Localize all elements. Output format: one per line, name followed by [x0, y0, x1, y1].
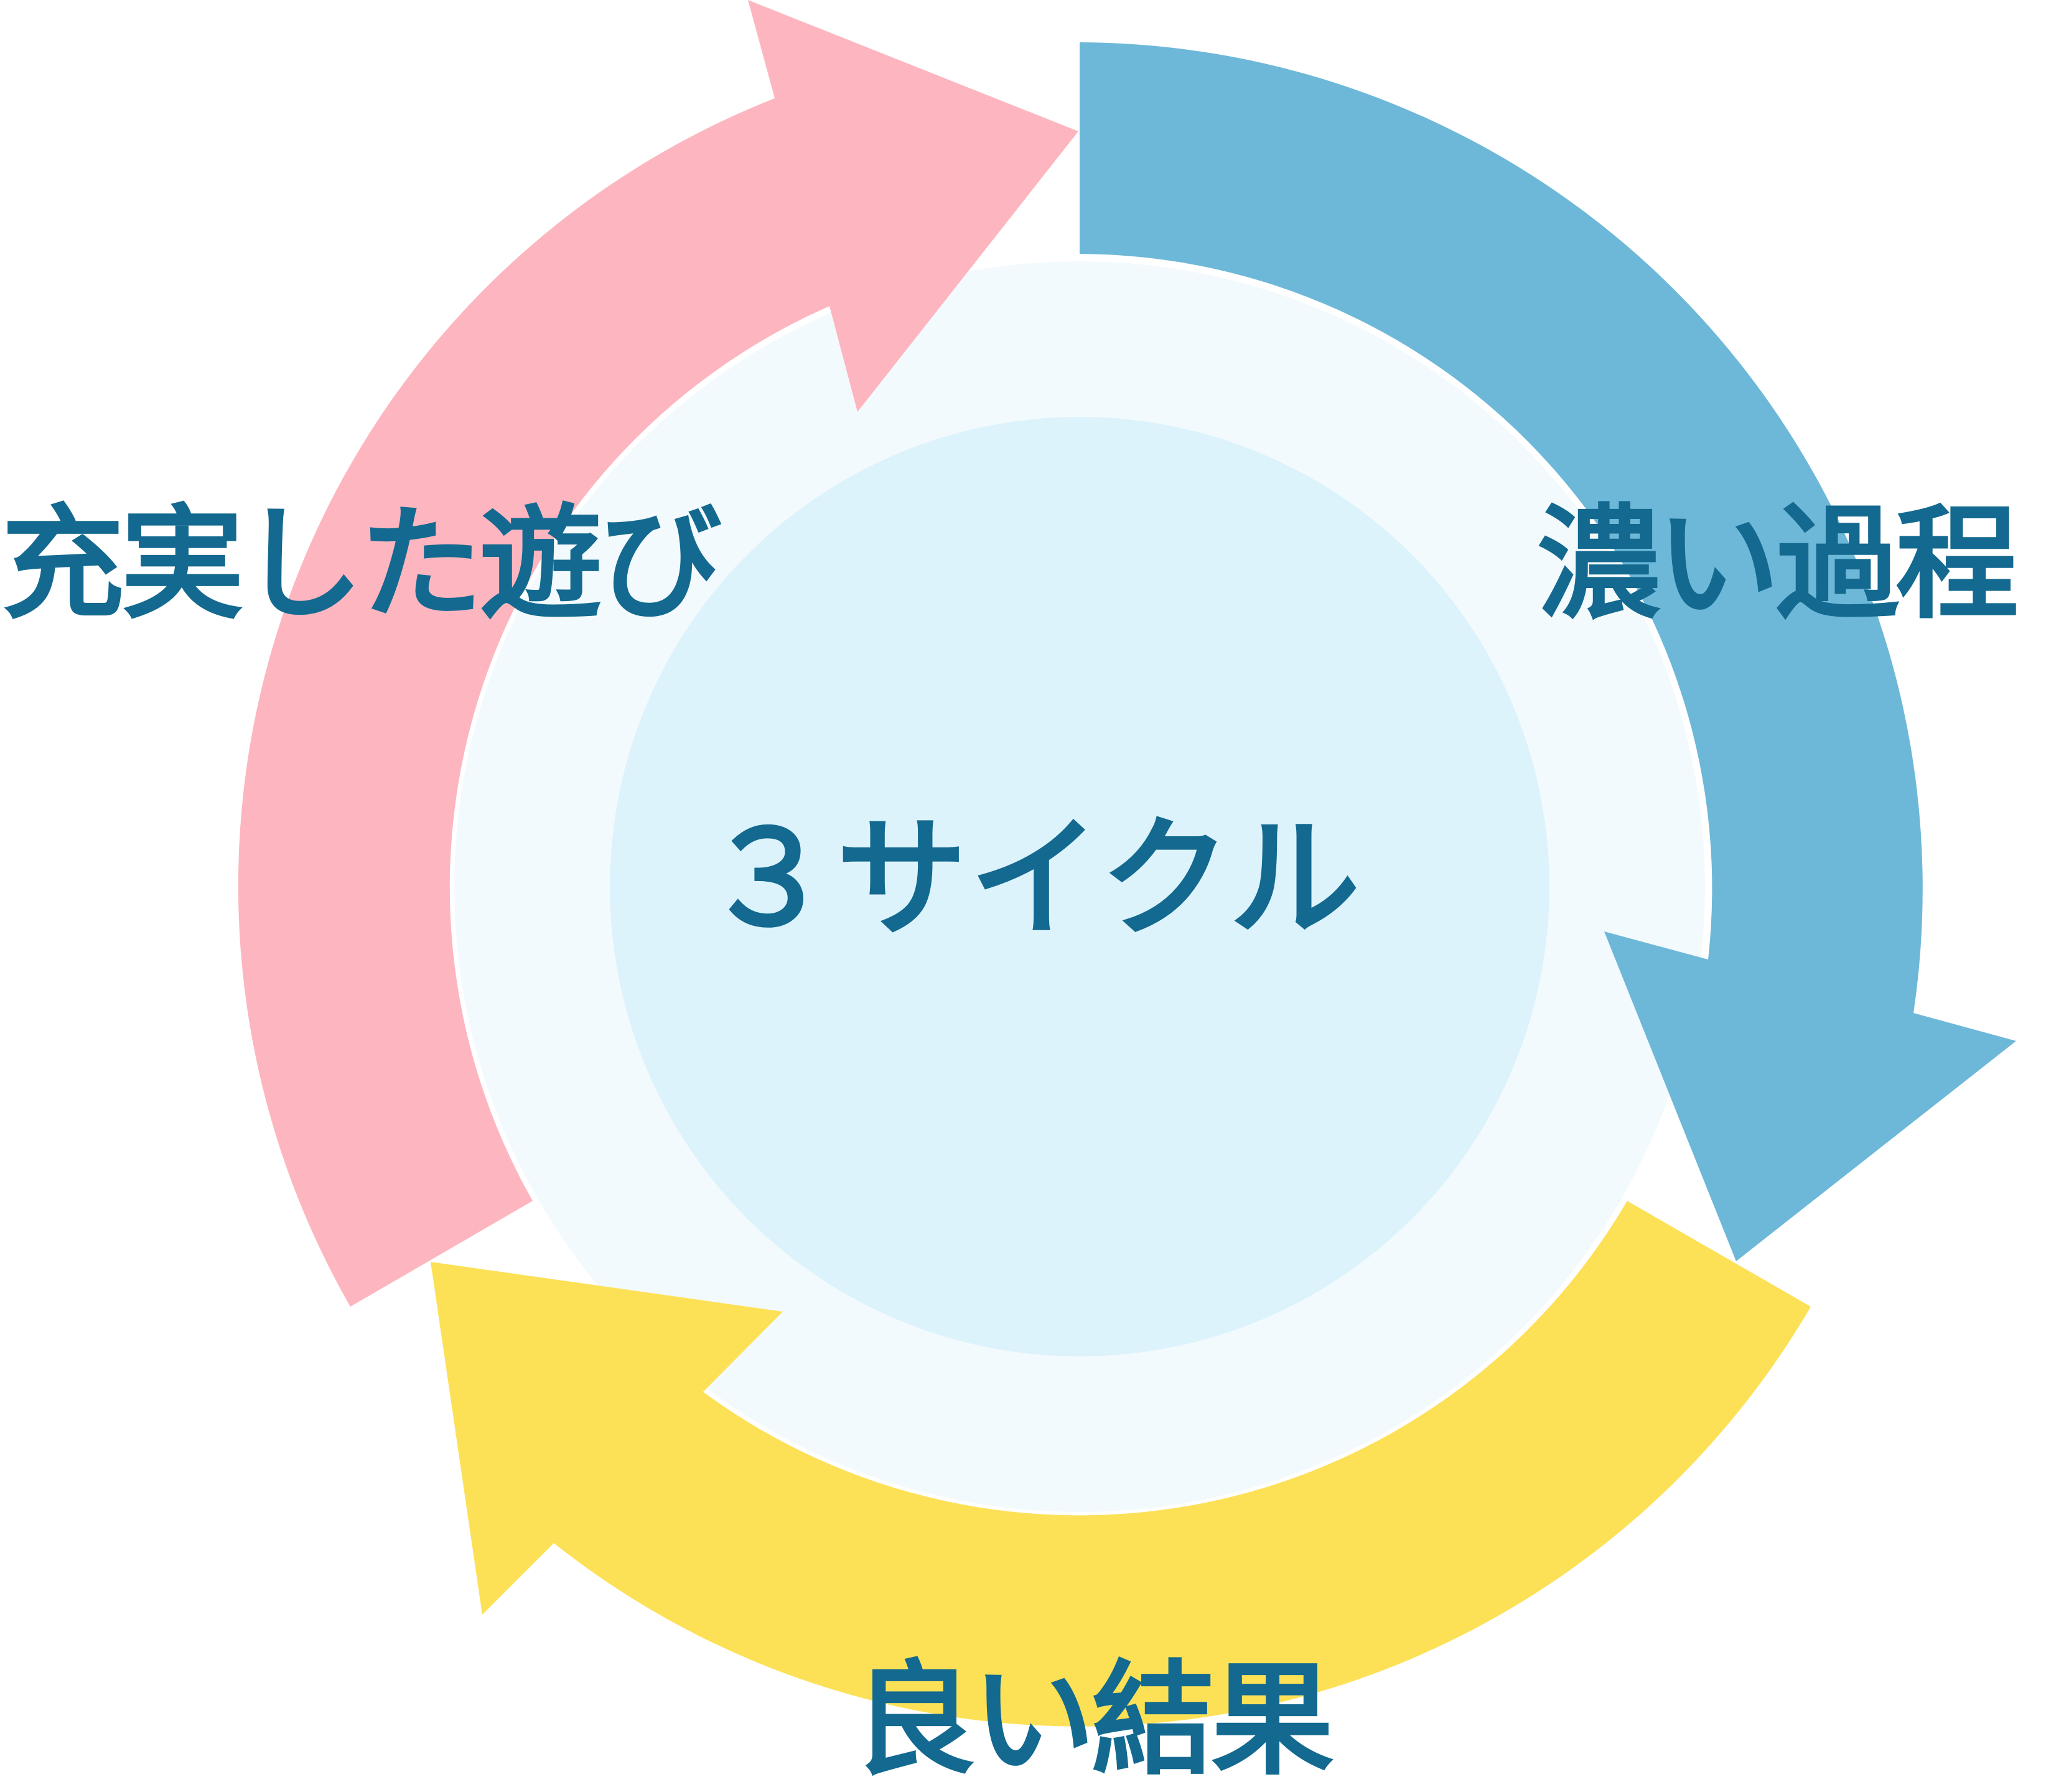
center-label: ３サイクル	[703, 803, 1363, 955]
step-label-result: 良い結果	[852, 1648, 1334, 1792]
center-circle	[610, 417, 1549, 1356]
arrow-result	[431, 1201, 1811, 1727]
arrow-playing	[238, 0, 1078, 1307]
arrow-process	[1080, 42, 2016, 1261]
step-label-process: 濃い過程	[1537, 492, 2019, 636]
step-label-playing: 充実した遊び	[1, 492, 722, 636]
